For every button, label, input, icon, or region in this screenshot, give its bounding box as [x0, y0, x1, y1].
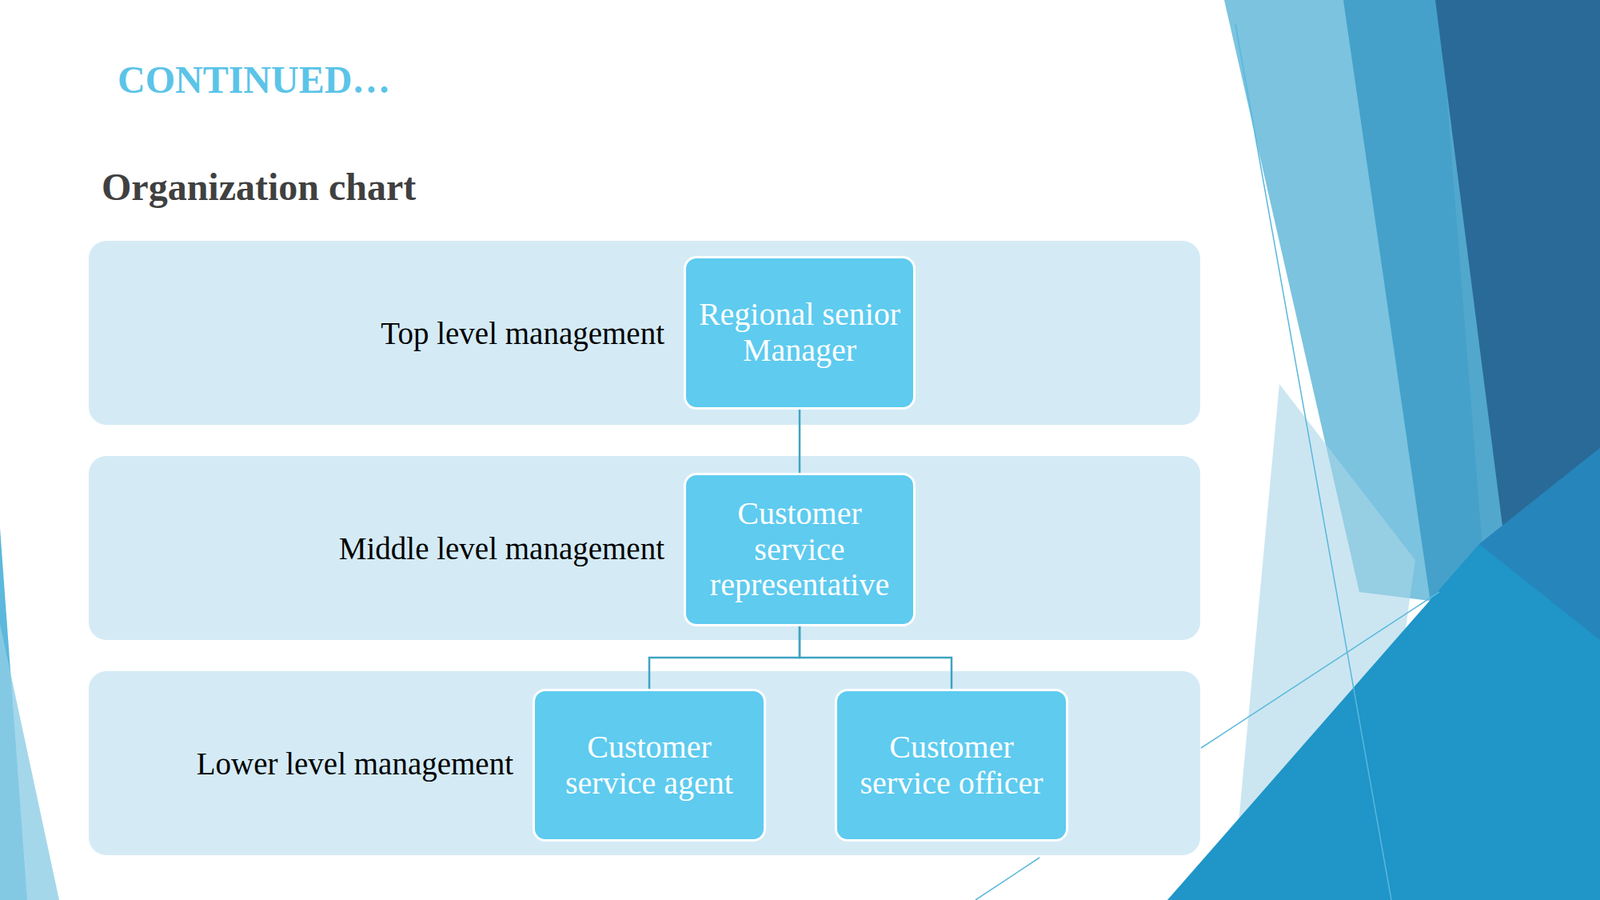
- level-band: Lower level management Customer service a…: [88, 670, 1201, 855]
- org-box: Customer service representative: [683, 472, 916, 627]
- corner-shape: [0, 623, 60, 900]
- decor-line: [1235, 23, 1392, 900]
- box-label: Customer service representative: [692, 495, 907, 603]
- corner-shape: [1167, 447, 1600, 900]
- corner-shape: [1479, 447, 1600, 640]
- decor-line: [1200, 591, 1440, 748]
- level-label: Middle level management: [339, 530, 665, 567]
- box-label: Customer service officer: [843, 729, 1060, 802]
- org-connector: [798, 409, 802, 473]
- org-connector: [649, 626, 800, 689]
- slide-title: CONTINUED…: [117, 57, 391, 102]
- level-band: Middle level management Customer service …: [88, 455, 1201, 640]
- org-connector: [799, 626, 952, 689]
- box-label: Regional senior Manager: [692, 296, 907, 369]
- decor-line: [975, 857, 1040, 900]
- org-box: Customer service agent: [532, 688, 767, 842]
- org-box: Regional senior Manager: [683, 255, 916, 410]
- box-label: Customer service agent: [541, 729, 758, 802]
- org-box: Customer service officer: [834, 688, 1069, 842]
- level-label: Top level management: [380, 315, 665, 352]
- section-heading: Organization chart: [101, 164, 416, 209]
- level-label: Lower level management: [196, 745, 514, 782]
- level-band: Top level management Regional senior Mana…: [88, 240, 1201, 425]
